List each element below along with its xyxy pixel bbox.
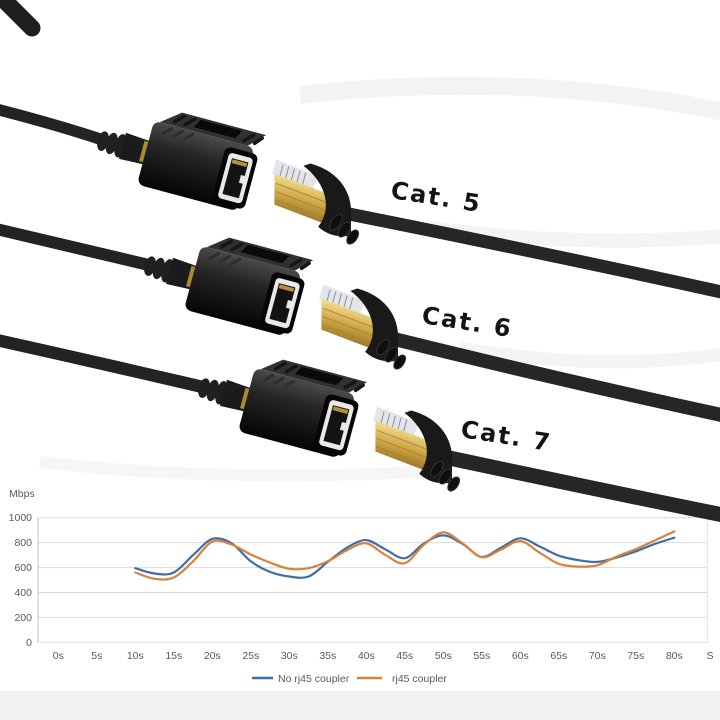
cable-out-cat6	[379, 330, 720, 422]
x-tick-label-30s: 30s	[281, 650, 298, 662]
series-line-coupler	[134, 530, 676, 581]
y-tick-label-1000: 1000	[9, 512, 33, 524]
cable-out-cat7	[432, 448, 720, 523]
cable-in-cat6	[0, 223, 155, 272]
x-tick-label-50s: 50s	[435, 650, 452, 662]
x-tick-label-25s: 25s	[242, 650, 259, 662]
y-tick-label-200: 200	[14, 612, 32, 624]
y-tick-label-600: 600	[14, 562, 32, 574]
x-tick-label-55s: 55s	[473, 650, 490, 662]
x-tick-label-10s: 10s	[127, 650, 144, 662]
x-tick-label-15s: 15s	[165, 650, 182, 662]
cat5-label: Cat. 5	[389, 176, 484, 218]
throughput-chart: 0 200 400 600 800 1000 Mbps 0s 5s 10s 15s 20s 25s 30s…	[9, 488, 714, 685]
coupler-assembly-cat5	[86, 91, 381, 250]
legend-label-0: No rj45 coupler	[278, 673, 350, 685]
y-axis-title: Mbps	[9, 488, 35, 500]
cable-in-cat7	[0, 334, 209, 395]
x-tick-label-40s: 40s	[358, 650, 375, 662]
corner-cable-stub	[0, 0, 41, 37]
product-photo: Cat. 5 Cat. 6 Cat. 7	[0, 0, 720, 523]
x-axis-unit: S	[706, 650, 713, 662]
x-tick-label-5s: 5s	[91, 650, 102, 662]
cable-in-cat5	[0, 104, 108, 147]
series-line-no-coupler	[134, 534, 676, 579]
legend-label-1: rj45 coupler	[392, 673, 447, 685]
x-tick-label-80s: 80s	[666, 650, 683, 662]
bottom-band	[0, 691, 720, 720]
y-tick-label-0: 0	[26, 637, 32, 649]
y-tick-label-800: 800	[14, 537, 32, 549]
x-tick-label-60s: 60s	[512, 650, 529, 662]
cat6-label: Cat. 6	[420, 301, 515, 343]
x-tick-label-45s: 45s	[396, 650, 413, 662]
cable-out-cat5	[332, 205, 720, 299]
x-tick-label-35s: 35s	[319, 650, 336, 662]
x-tick-label-75s: 75s	[627, 650, 644, 662]
y-tick-label-400: 400	[14, 587, 32, 599]
x-tick-label-70s: 70s	[589, 650, 606, 662]
x-tick-label-65s: 65s	[550, 650, 567, 662]
cat7-label: Cat. 7	[459, 415, 554, 457]
coupler-assembly-cat6	[133, 216, 428, 375]
x-tick-label-20s: 20s	[204, 650, 221, 662]
x-tick-label-0s: 0s	[53, 650, 64, 662]
